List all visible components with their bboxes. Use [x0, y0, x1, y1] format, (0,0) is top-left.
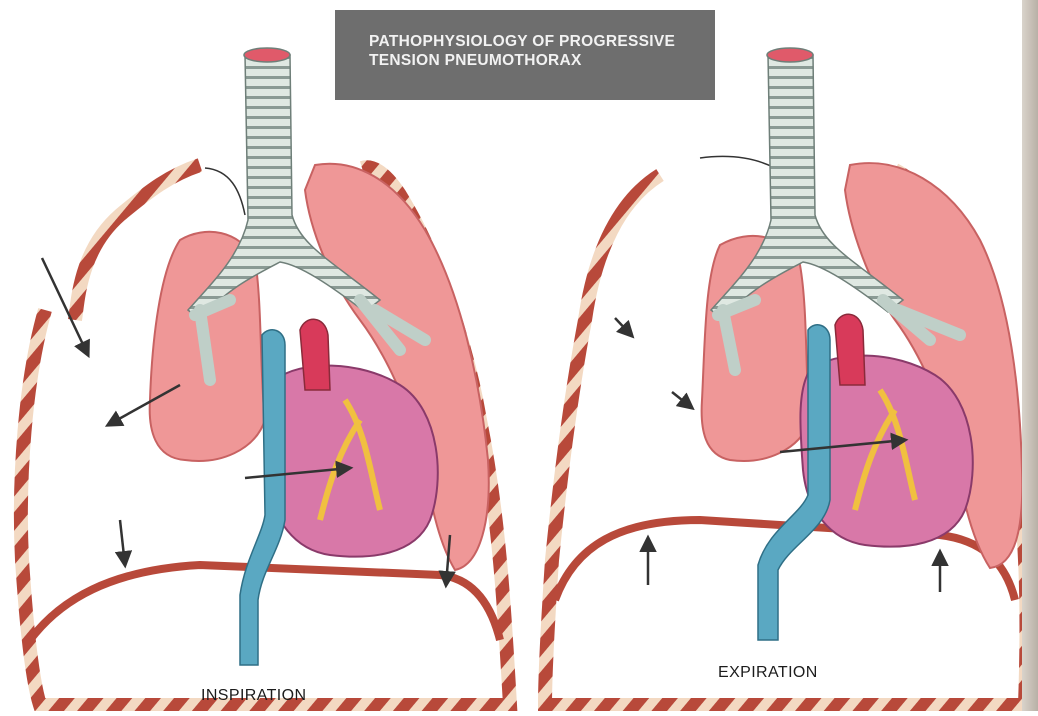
arrow-diaphragm-down-left: [120, 520, 125, 565]
title-line-2: TENSION PNEUMOTHORAX: [369, 51, 715, 70]
heart-left: [265, 366, 437, 557]
title-line-1: PATHOPHYSIOLOGY OF PROGRESSIVE: [369, 32, 715, 51]
expiration-caption: EXPIRATION: [718, 664, 818, 682]
aorta-right: [835, 314, 865, 385]
arrow-wall-inward: [615, 318, 632, 336]
right-panel: [545, 48, 1026, 705]
pleural-line: [205, 168, 245, 215]
inspiration-caption: INSPIRATION: [201, 687, 306, 705]
page-edge: [1022, 0, 1038, 711]
left-panel: [21, 48, 510, 705]
title-box: PATHOPHYSIOLOGY OF PROGRESSIVE TENSION P…: [335, 10, 715, 100]
arrow-lung-leak: [672, 392, 692, 408]
aorta-left: [300, 319, 330, 390]
